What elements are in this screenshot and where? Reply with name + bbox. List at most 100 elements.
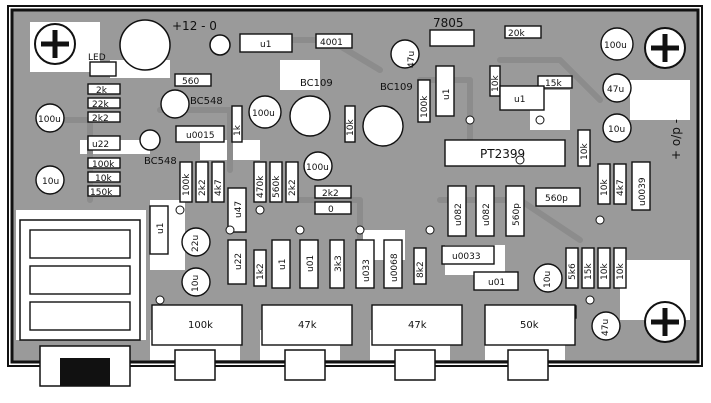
svg-text:15k: 15k [545,79,562,89]
svg-text:470k: 470k [256,175,266,198]
svg-text:47k: 47k [408,320,427,331]
svg-text:560k: 560k [272,175,282,198]
resistor: 10k [87,171,121,184]
capacitor: 47u [591,311,621,341]
svg-text:47k: 47k [298,320,317,331]
capacitor: 560p [505,185,525,237]
ic-label: PT2399 [480,147,525,161]
resistor: 150k [87,185,121,198]
resistor: 2k2 [314,185,352,199]
svg-text:10k: 10k [616,263,626,280]
svg-text:15k: 15k [584,263,594,280]
resistor: 22k [87,97,121,110]
svg-text:10u: 10u [191,275,201,292]
capacitor: u082 [447,185,467,237]
transistor-label: BC548 [190,96,223,107]
svg-text:100u: 100u [604,41,627,51]
resistor: 4k7 [211,161,225,203]
potentiometer: 50k [484,304,576,381]
capacitor: 100u [303,151,333,181]
capacitor: 10u [181,267,211,297]
diode [315,33,353,49]
svg-text:2k2: 2k2 [92,114,109,124]
svg-text:560: 560 [182,77,199,87]
regulator [429,29,475,47]
svg-text:100k: 100k [182,173,192,196]
svg-text:u082: u082 [454,203,464,226]
capacitor: u47 [227,187,247,233]
transistor-label: BC109 [380,82,413,93]
capacitor: 10u [602,113,632,143]
supply-label: +12 - 0 [172,19,217,33]
svg-text:100u: 100u [38,115,61,125]
jack-socket [19,219,141,387]
resistor: 1k [231,105,243,143]
resistor: 15k [581,247,595,289]
svg-text:560p: 560p [545,194,568,204]
resistor: 100k [417,79,431,123]
resistor: 20k [504,25,542,39]
svg-text:0: 0 [328,205,334,215]
potentiometer: 47k [371,304,463,381]
svg-text:u0033: u0033 [452,252,481,262]
capacitor: u0068 [383,239,403,289]
svg-text:2k2: 2k2 [322,189,339,199]
potentiometer: 47k [261,304,353,381]
regulator-label: 7805 [433,16,464,30]
capacitor: u0033 [441,245,495,265]
resistor: 10k [613,247,627,289]
transistor-label: BC109 [300,78,333,89]
svg-text:2k2: 2k2 [288,179,298,196]
svg-text:1k2: 1k2 [256,263,266,280]
potentiometer: 100k [151,304,243,381]
svg-text:u22: u22 [92,140,109,150]
svg-text:50k: 50k [520,320,539,331]
svg-text:10k: 10k [95,174,112,184]
svg-text:10k: 10k [600,179,610,196]
resistor: 2k2 [285,161,299,203]
resistor: 2k2 [195,161,209,203]
resistor: 1k2 [253,249,267,287]
transistor-label: BC548 [144,156,177,167]
svg-text:100k: 100k [92,160,115,170]
svg-text:u01: u01 [306,255,316,272]
resistor: 100k [179,161,193,203]
svg-text:u1: u1 [514,95,525,105]
svg-text:47u: 47u [607,85,624,95]
capacitor: 22u [181,227,211,257]
resistor: 0 [314,201,352,215]
diode-label: 4001 [320,38,343,48]
svg-text:100u: 100u [306,163,329,173]
svg-text:8k2: 8k2 [416,261,426,278]
svg-text:22u: 22u [191,235,201,252]
capacitor: u22 [227,239,247,285]
svg-text:10k: 10k [491,75,501,92]
transistor [362,105,404,147]
svg-text:u22: u22 [234,253,244,270]
svg-text:u1: u1 [278,259,288,270]
svg-text:u0015: u0015 [186,131,215,141]
resistor: 560k [269,161,283,203]
svg-text:10u: 10u [42,177,59,187]
svg-text:150k: 150k [90,188,113,198]
capacitor: u0015 [175,125,225,143]
svg-text:10k: 10k [600,263,610,280]
svg-text:20k: 20k [508,29,525,39]
svg-text:10k: 10k [346,119,356,136]
svg-text:u0068: u0068 [390,253,400,282]
led-label: LED [88,53,106,63]
capacitor: 47u [390,39,420,69]
capacitor: u1 [499,85,545,111]
svg-text:u1: u1 [156,223,166,234]
svg-text:2k2: 2k2 [198,179,208,196]
svg-text:47u: 47u [601,319,611,336]
capacitor: u1 [435,65,455,117]
svg-text:u1: u1 [442,89,452,100]
mounting-hole [34,23,76,65]
svg-text:4k7: 4k7 [616,179,626,196]
svg-text:2k: 2k [96,86,108,96]
capacitor: u01 [299,239,319,289]
resistor: u22 [87,135,121,151]
svg-text:100u: 100u [252,109,275,119]
